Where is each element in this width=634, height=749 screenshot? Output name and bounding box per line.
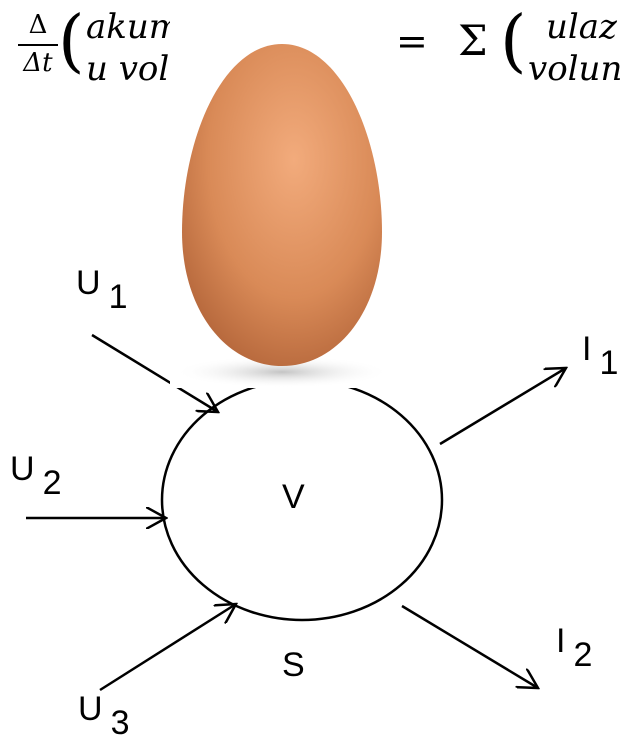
output-arrow-i1 — [440, 368, 566, 444]
egg-image — [170, 0, 390, 388]
surface-label: S — [282, 648, 305, 682]
output-arrow-i2 — [402, 606, 538, 688]
egg-icon — [170, 0, 390, 388]
input-arrow-u3 — [100, 604, 236, 690]
volume-label: V — [282, 480, 305, 514]
